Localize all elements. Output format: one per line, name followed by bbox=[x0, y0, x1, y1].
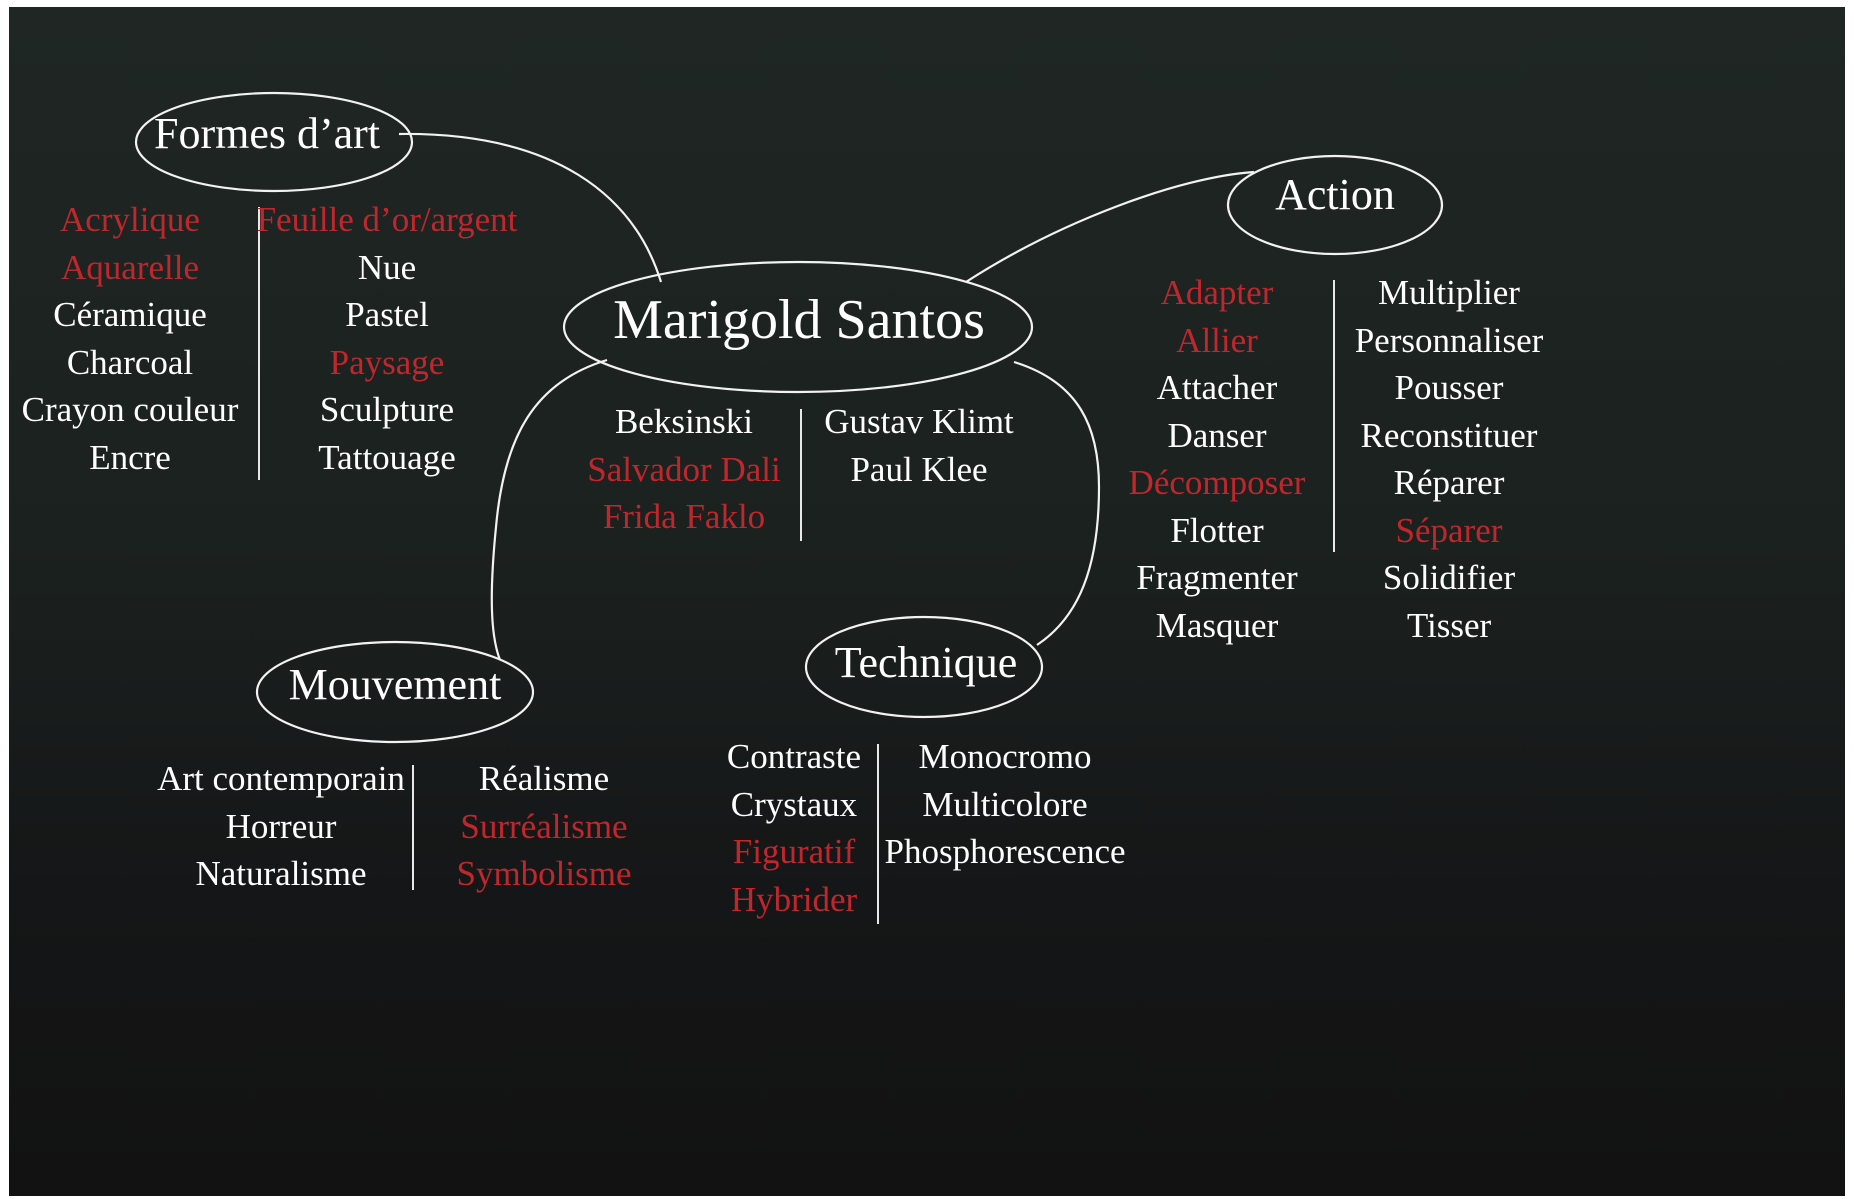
link-center-action bbox=[965, 170, 1255, 283]
list-item: Multicolore bbox=[922, 784, 1088, 824]
chalkboard: Formes d’art Action Marigold Santos Mouv… bbox=[9, 7, 1845, 1196]
ellipse-action bbox=[1226, 154, 1444, 256]
list-item: Art contemporain bbox=[157, 759, 405, 798]
ellipse-formes bbox=[134, 91, 414, 193]
ellipse-center bbox=[562, 260, 1034, 394]
list-item: Encre bbox=[89, 437, 171, 477]
list-item: Réparer bbox=[1393, 463, 1505, 502]
list-item: Décomposer bbox=[1128, 463, 1306, 502]
list-item: Figuratif bbox=[732, 832, 856, 871]
list-item: Solidifier bbox=[1382, 558, 1516, 597]
list-item: Phosphorescence bbox=[884, 832, 1126, 871]
list-item: Crayon couleur bbox=[21, 390, 239, 429]
list-item: Gustav Klimt bbox=[824, 402, 1014, 441]
ellipse-technique bbox=[804, 615, 1044, 719]
list-item: Horreur bbox=[225, 806, 337, 846]
list-item: Charcoal bbox=[66, 342, 194, 382]
list-item: Paul Klee bbox=[850, 449, 988, 489]
list-item: Fragmenter bbox=[1136, 558, 1298, 597]
list-item: Pousser bbox=[1394, 368, 1504, 407]
divider-artists bbox=[800, 409, 802, 541]
list-item: Beksinski bbox=[614, 402, 754, 441]
link-center-formes bbox=[398, 132, 663, 283]
list-item: Monocromo bbox=[918, 737, 1092, 776]
list-item: Hybrider bbox=[730, 879, 858, 919]
list-item: Aquarelle bbox=[61, 247, 199, 287]
list-item: Multiplier bbox=[1378, 273, 1520, 312]
list-item: Contraste bbox=[726, 737, 862, 776]
divider-technique bbox=[877, 744, 879, 924]
node-title-technique: Technique bbox=[834, 638, 1018, 687]
link-center-mouvement bbox=[490, 358, 608, 661]
divider-action bbox=[1333, 280, 1335, 552]
list-item: Surréalisme bbox=[460, 806, 628, 846]
list-item: Danser bbox=[1167, 415, 1267, 455]
list-item: Salvador Dali bbox=[587, 449, 781, 489]
center-title: Marigold Santos bbox=[613, 289, 985, 351]
ellipse-mouvement bbox=[255, 640, 535, 744]
divider-mouvement bbox=[412, 765, 414, 890]
list-item: Séparer bbox=[1395, 510, 1503, 550]
list-item: Acrylique bbox=[60, 200, 200, 239]
list-item: Céramique bbox=[53, 295, 207, 334]
list-item: Tisser bbox=[1406, 605, 1492, 645]
list-item: Flotter bbox=[1170, 510, 1264, 550]
node-title-mouvement: Mouvement bbox=[288, 660, 502, 709]
list-item: Sculpture bbox=[319, 390, 455, 429]
list-item: Naturalisme bbox=[195, 854, 367, 893]
node-title-formes: Formes d’art bbox=[153, 109, 381, 158]
list-item: Pastel bbox=[345, 295, 429, 334]
node-title-action: Action bbox=[1275, 170, 1395, 219]
list-item: Paysage bbox=[329, 342, 445, 382]
list-item: Reconstituer bbox=[1360, 415, 1538, 455]
list-item: Adapter bbox=[1160, 273, 1274, 312]
divider-formes bbox=[258, 207, 260, 480]
list-item: Feuille d’or/argent bbox=[256, 200, 518, 239]
list-item: Réalisme bbox=[478, 759, 610, 798]
mind-map-links bbox=[134, 91, 1444, 744]
list-item: Frida Faklo bbox=[602, 497, 766, 536]
link-center-technique bbox=[1013, 360, 1101, 646]
list-item: Symbolisme bbox=[456, 854, 632, 893]
list-item: Attacher bbox=[1156, 368, 1278, 407]
list-item: Nue bbox=[357, 247, 417, 287]
list-item: Allier bbox=[1176, 320, 1258, 360]
list-item: Personnaliser bbox=[1354, 320, 1544, 360]
list-item: Crystaux bbox=[730, 784, 858, 824]
list-item: Tattouage bbox=[318, 437, 456, 477]
list-item: Masquer bbox=[1155, 605, 1279, 645]
